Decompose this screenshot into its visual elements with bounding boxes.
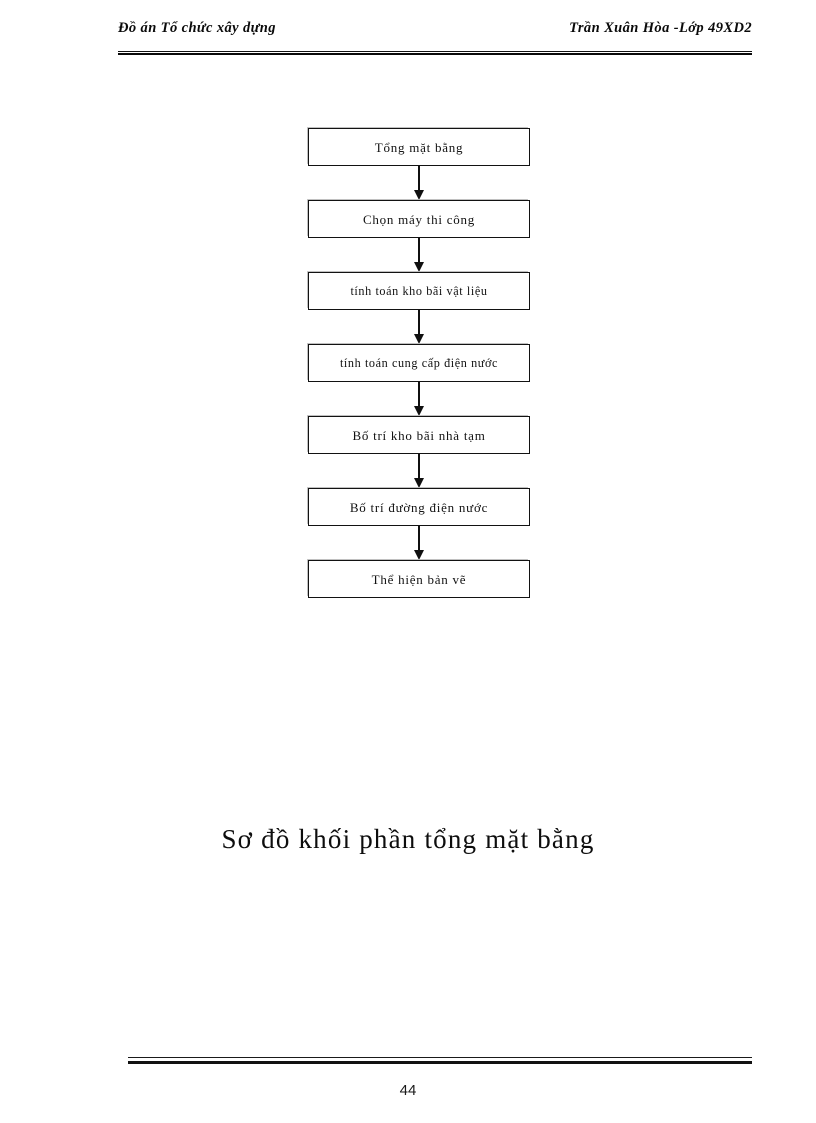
flowchart-node-label: Bố trí kho bãi nhà tạm (352, 427, 486, 443)
header-right-author: Trần Xuân Hòa -Lớp 49XD2 (569, 20, 752, 36)
flowchart-node-label: Chọn máy thi công (362, 211, 476, 227)
header-rule-thin (118, 51, 752, 52)
flowchart-node-label: tính toán cung cấp điện nước (339, 355, 499, 370)
flowchart-node-label: Bố trí đường điện nước (349, 499, 489, 515)
down-arrow-icon (414, 190, 424, 200)
flowchart-node: Chọn máy thi công (308, 200, 530, 238)
header-rule-thick (118, 53, 752, 56)
flowchart-connector (308, 310, 530, 344)
down-arrow-icon (414, 334, 424, 344)
connector-line (418, 166, 420, 192)
flowchart-connector (308, 454, 530, 488)
flowchart-node: tính toán kho bãi vật liệu (308, 272, 530, 310)
down-arrow-icon (414, 406, 424, 416)
flowchart-connector (308, 382, 530, 416)
flowchart-node-label: tính toán kho bãi vật liệu (350, 283, 488, 298)
page-header: Đồ án Tổ chức xây dựng Trần Xuân Hòa -Lớ… (118, 20, 752, 54)
flowchart-connector (308, 238, 530, 272)
flowchart-diagram: Tổng mặt bằng Chọn máy thi công tính toá… (308, 128, 532, 598)
connector-line (418, 238, 420, 264)
flowchart-node: Bố trí kho bãi nhà tạm (308, 416, 530, 454)
header-left-title: Đồ án Tổ chức xây dựng (118, 20, 276, 36)
page-number: 44 (399, 1082, 417, 1099)
flowchart-node: Tổng mặt bằng (308, 128, 530, 166)
flowchart-node: Thể hiện bản vẽ (308, 560, 530, 598)
footer-rule-thick (128, 1061, 752, 1064)
flowchart-node-label: Thể hiện bản vẽ (371, 571, 467, 587)
down-arrow-icon (414, 550, 424, 560)
flowchart-connector (308, 526, 530, 560)
flowchart-node-label: Tổng mặt bằng (374, 139, 464, 155)
connector-line (418, 526, 420, 552)
connector-line (418, 382, 420, 408)
connector-line (418, 454, 420, 480)
flowchart-node: Bố trí đường điện nước (308, 488, 530, 526)
connector-line (418, 310, 420, 336)
flowchart-connector (308, 166, 530, 200)
flowchart-node: tính toán cung cấp điện nước (308, 344, 530, 382)
footer-rule-thin (128, 1057, 752, 1058)
diagram-caption: Sơ đồ khối phần tổng mặt bằng (221, 824, 595, 854)
down-arrow-icon (414, 478, 424, 488)
down-arrow-icon (414, 262, 424, 272)
